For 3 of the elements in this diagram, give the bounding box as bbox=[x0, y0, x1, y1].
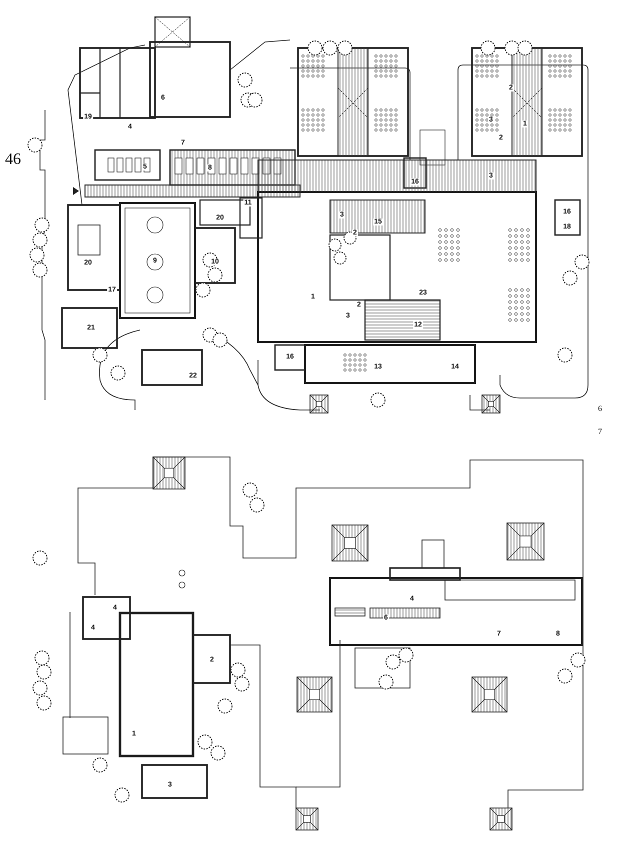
figure-number: 7 bbox=[597, 428, 603, 436]
figure-number: 6 bbox=[597, 405, 603, 413]
page-number: 46 bbox=[4, 152, 22, 168]
